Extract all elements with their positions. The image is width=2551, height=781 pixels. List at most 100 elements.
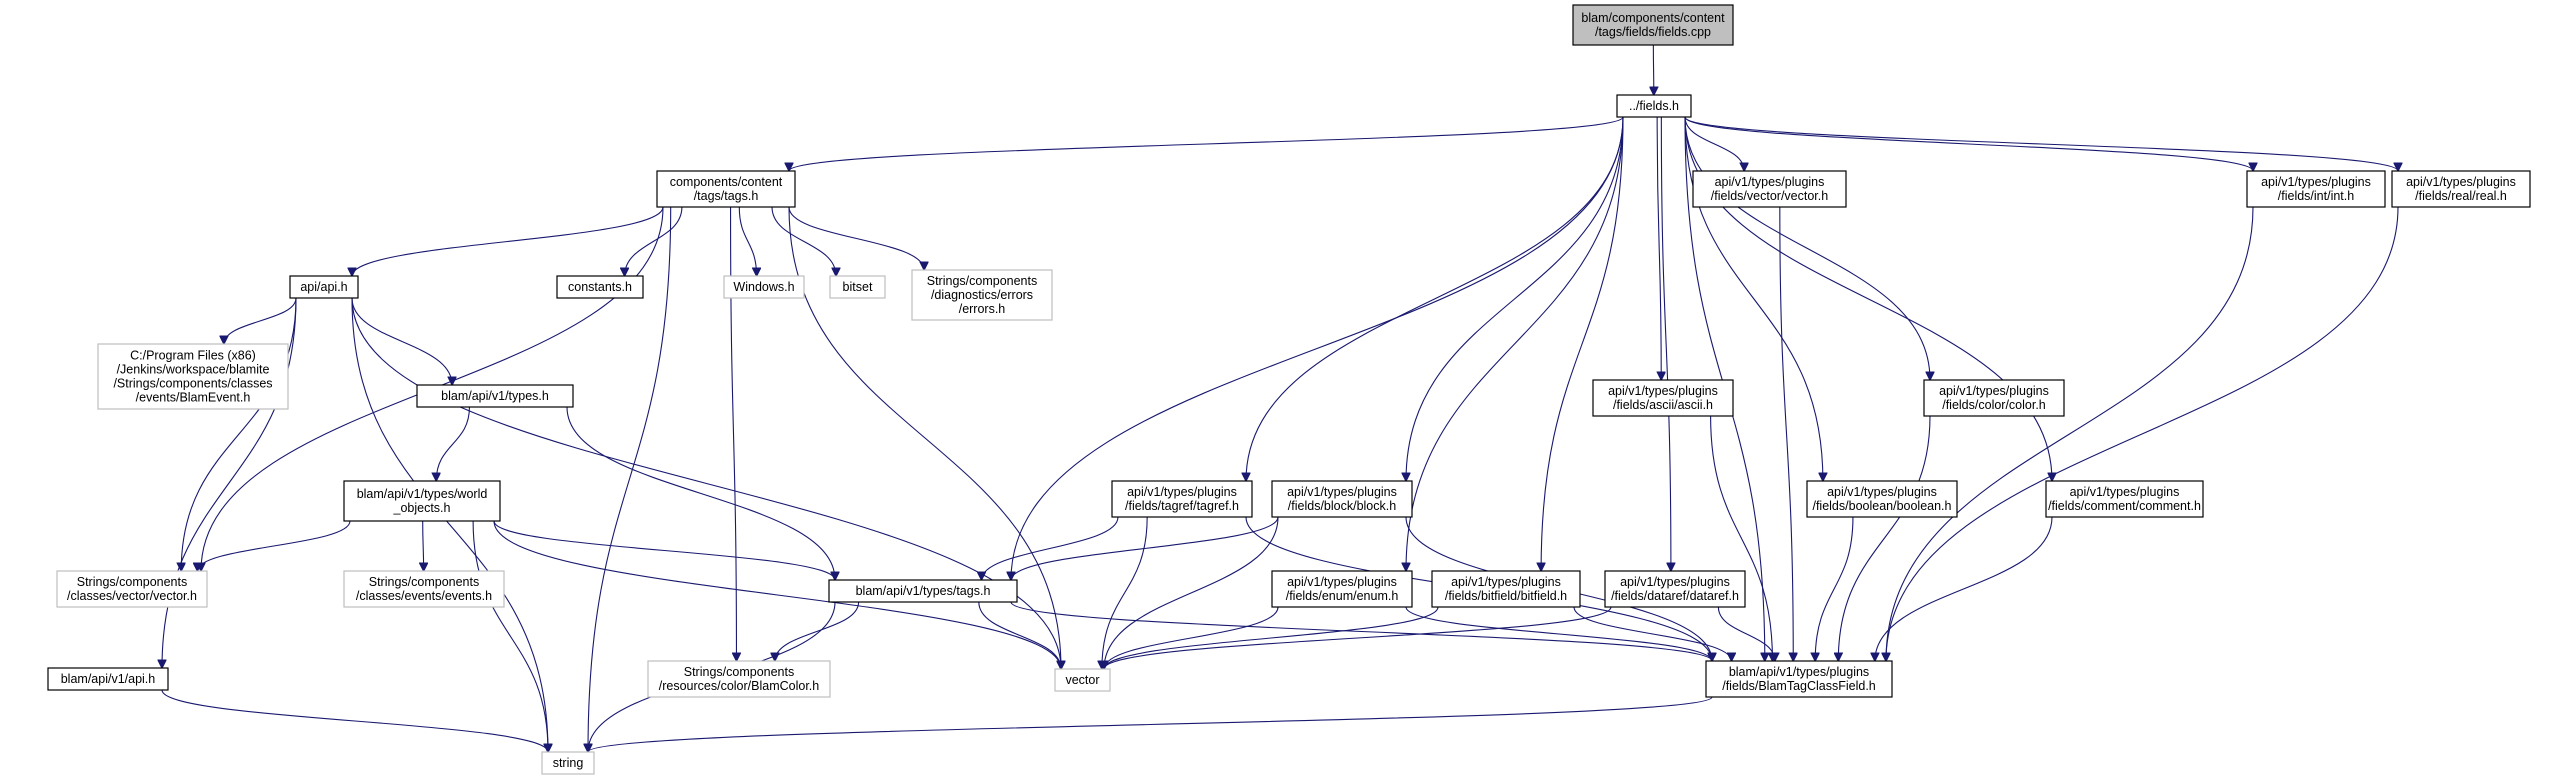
node-label-line: blam/api/v1/types/plugins [1729,665,1869,679]
file-node-int-h[interactable]: api/v1/types/plugins/fields/int/int.h [2246,170,2386,208]
node-label-line: bitset [843,280,873,294]
file-node-fields-h[interactable]: ../fields.h [1616,94,1692,118]
file-node-tagref-h[interactable]: api/v1/types/plugins/fields/tagref/tagre… [1111,480,1253,518]
edge-fields_h-to-tagref_h [1246,116,1624,481]
edge-dataref_h-to-vector [1104,606,1612,669]
edge-int_h-to-blamtagclassfield_h [1886,206,2254,661]
node-box [1692,170,1847,208]
node-label-line: blam/api/v1/types/tags.h [856,584,991,598]
edge-fields_h-to-ascii_h [1656,116,1661,380]
node-label-line: blam/api/v1/types/world [357,487,488,501]
node-box [2045,480,2204,518]
node-label-line: api/v1/types/plugins [1939,384,2049,398]
edge-world_objects_h-to-classes_vector_h [197,520,351,571]
file-node-classes-vector-h: Strings/components/classes/vector/vector… [56,570,208,608]
edge-tags_h-to-constants_h [625,206,683,276]
edge-tags_h-to-string [588,206,672,752]
node-label-line: _objects.h [393,501,451,515]
file-node-constants-h[interactable]: constants.h [556,275,644,299]
edge-bitfield_h-to-blamtagclassfield_h [1573,606,1732,661]
edge-world_objects_h-to-api_tags_h [493,520,835,580]
edge-api_h-to-blamevent_h [224,297,297,344]
file-node-enum-h[interactable]: api/v1/types/plugins/fields/enum/enum.h [1271,570,1413,608]
edge-fields_h-to-block_h [1406,116,1624,481]
node-box [1806,480,1958,518]
node-label-line: api/v1/types/plugins [1287,485,1397,499]
file-node-world-objects-h[interactable]: blam/api/v1/types/world_objects.h [343,480,501,522]
file-node-fields-cpp[interactable]: blam/components/content/tags/fields/fiel… [1572,4,1734,46]
file-node-vector-h[interactable]: api/v1/types/plugins/fields/vector/vecto… [1692,170,1847,208]
node-label-line: /fields/ascii/ascii.h [1613,398,1713,412]
node-box [47,667,169,691]
edge-fields_h-to-int_h [1684,116,2253,171]
file-node-boolean-h[interactable]: api/v1/types/plugins/fields/boolean/bool… [1806,480,1958,518]
edge-real_h-to-blamtagclassfield_h [1886,206,2399,661]
node-box [647,660,831,698]
edge-types_h-to-api_tags_h [566,406,835,580]
file-node-dataref-h[interactable]: api/v1/types/plugins/fields/dataref/data… [1604,570,1746,608]
node-label-line: api/v1/types/plugins [1127,485,1237,499]
edge-fields_h-to-bitfield_h [1541,116,1624,571]
node-box [1604,570,1746,608]
edge-blamtagclassfield_h-to-string [588,696,1713,752]
edge-fields_h-to-api_tags_h [1011,116,1624,580]
edge-types_h-to-world_objects_h [436,406,470,481]
node-label-line: constants.h [568,280,632,294]
node-label-line: /resources/color/BlamColor.h [659,679,820,693]
file-node-block-h[interactable]: api/v1/types/plugins/fields/block/block.… [1271,480,1413,518]
file-node-blamtagclassfield-h[interactable]: blam/api/v1/types/plugins/fields/BlamTag… [1705,660,1893,698]
node-label-line: /fields/real/real.h [2415,189,2507,203]
node-label-line: ../fields.h [1629,99,1679,113]
file-node-real-h[interactable]: api/v1/types/plugins/fields/real/real.h [2391,170,2531,208]
edge-fields_h-to-dataref_h [1660,116,1671,571]
node-label-line: Windows.h [733,280,794,294]
edge-tagref_h-to-vector [1102,516,1148,669]
node-label-line: /diagnostics/errors [931,288,1033,302]
edge-block_h-to-api_tags_h [1011,516,1279,580]
edge-api_tags_h-to-blamcolor_h [775,601,860,661]
node-box [2391,170,2531,208]
node-box [541,751,595,775]
node-label-line: /fields/vector/vector.h [1711,189,1828,203]
node-label-line: api/v1/types/plugins [1451,575,1561,589]
file-node-events-h: Strings/components/classes/events/events… [343,570,505,608]
file-node-tags-h[interactable]: components/content/tags/tags.h [656,170,796,208]
file-node-color-h[interactable]: api/v1/types/plugins/fields/color/color.… [1923,379,2065,417]
node-label-line: api/v1/types/plugins [1287,575,1397,589]
file-node-comment-h[interactable]: api/v1/types/plugins/fields/comment/comm… [2045,480,2204,518]
edge-fields_h-to-boolean_h [1684,116,1823,481]
node-label-line: api/v1/types/plugins [1608,384,1718,398]
node-label-line: /fields/block/block.h [1288,499,1396,513]
edge-world_objects_h-to-events_h [423,520,424,571]
node-label-line: api/v1/types/plugins [2406,175,2516,189]
edge-fields_h-to-color_h [1684,116,1930,380]
edge-dataref_h-to-blamtagclassfield_h [1717,606,1774,661]
edge-tags_h-to-blamcolor_h [730,206,737,661]
node-box [1705,660,1893,698]
node-label-line: blam/components/content [1581,11,1725,25]
node-label-line: /fields/boolean/boolean.h [1812,499,1951,513]
edge-enum_h-to-vector [1104,606,1279,669]
node-label-line: api/v1/types/plugins [1620,575,1730,589]
edge-enum_h-to-blamtagclassfield_h [1405,606,1712,661]
file-node-bitfield-h[interactable]: api/v1/types/plugins/fields/bitfield/bit… [1431,570,1581,608]
file-node-api-h[interactable]: api/api.h [289,275,359,299]
node-label-line: blam/api/v1/api.h [61,672,156,686]
node-label-line: /classes/events/events.h [356,589,492,603]
file-node-api-tags-h[interactable]: blam/api/v1/types/tags.h [828,579,1018,603]
file-node-types-h[interactable]: blam/api/v1/types.h [416,384,574,408]
edge-ascii_h-to-blamtagclassfield_h [1710,415,1773,661]
file-node-string: string [541,751,595,775]
node-label-line: components/content [670,175,783,189]
node-label-line: /fields/comment/comment.h [2048,499,2201,513]
node-label-line: /fields/bitfield/bitfield.h [1445,589,1567,603]
edge-fields_h-to-real_h [1684,116,2398,171]
edge-bitfield_h-to-vector [1104,606,1439,669]
node-box [1111,480,1253,518]
node-box [343,480,501,522]
file-node-ascii-h[interactable]: api/v1/types/plugins/fields/ascii/ascii.… [1592,379,1734,417]
node-label-line: /classes/vector/vector.h [67,589,197,603]
file-node-blam-api-h[interactable]: blam/api/v1/api.h [47,667,169,691]
edge-tags_h-to-api_h [352,206,664,276]
node-label-line: Strings/components [684,665,794,679]
